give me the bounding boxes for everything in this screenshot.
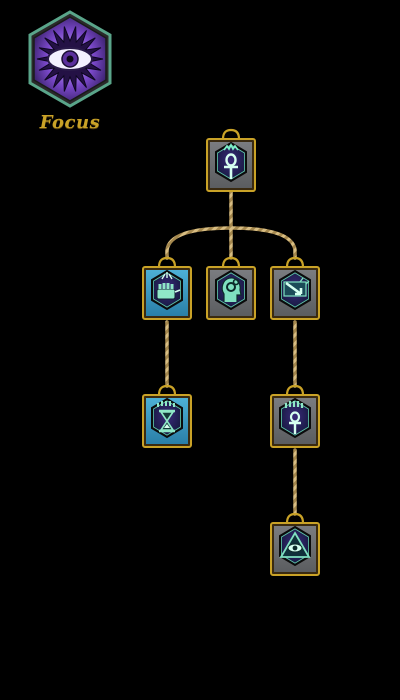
arrow-transfer-icon <box>283 277 310 297</box>
skill-node-b1c[interactable] <box>140 384 194 450</box>
hourglass-hand-icon <box>157 401 175 433</box>
focus-tree-emblem <box>26 10 114 108</box>
skill-node-b1[interactable] <box>140 256 194 322</box>
ankh-crown-icon <box>223 142 239 179</box>
ankh-hand-icon <box>284 401 304 434</box>
skill-node-b3cc[interactable] <box>268 512 322 578</box>
skill-node-b2[interactable] <box>204 256 258 322</box>
tree-title: Focus <box>39 112 101 133</box>
skill-node-b3c[interactable] <box>268 384 322 450</box>
rope-root-right <box>229 226 297 260</box>
skill-node-b3[interactable] <box>268 256 322 322</box>
fist-lightning-icon <box>156 272 181 300</box>
mind-gears-icon <box>221 277 242 302</box>
all-seeing-eye-icon <box>28 10 112 108</box>
rope-root-left <box>165 226 233 260</box>
pyramid-eye-icon <box>279 531 311 558</box>
skill-node-root[interactable] <box>204 128 258 194</box>
